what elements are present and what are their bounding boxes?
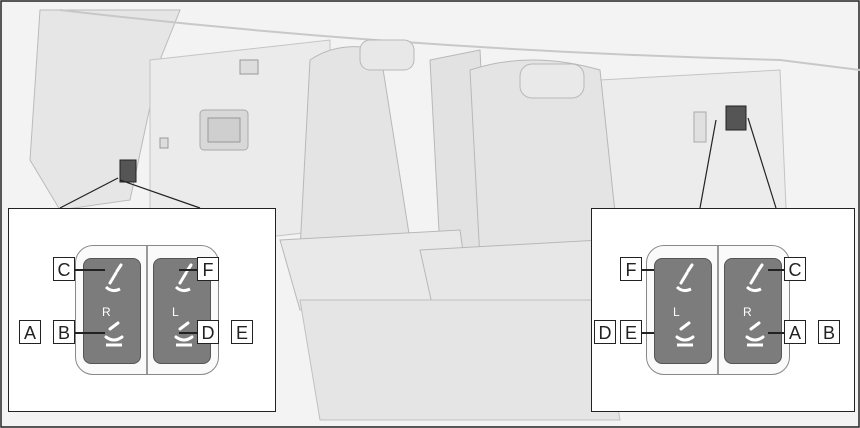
- seat-adjust-icon: R: [725, 259, 781, 363]
- left-switch-callout: R L C A B F D E: [8, 208, 276, 412]
- right-switch-callout: L R F D E C A B: [591, 208, 855, 412]
- seat-side-label: L: [172, 305, 179, 319]
- label-a: A: [19, 320, 41, 344]
- leader-line: [768, 332, 784, 334]
- leader-line: [179, 332, 197, 334]
- label-d: D: [594, 320, 616, 344]
- label-e: E: [620, 320, 642, 344]
- right-switch-panel: L R: [646, 245, 790, 375]
- leader-line: [75, 269, 105, 271]
- label-c: C: [53, 257, 75, 281]
- label-c: C: [784, 257, 806, 281]
- leader-line: [768, 269, 784, 271]
- label-f: F: [197, 257, 219, 281]
- left-seat-switch[interactable]: L: [654, 258, 712, 364]
- leader-line: [75, 332, 105, 334]
- leader-line: [642, 269, 654, 271]
- label-d: D: [197, 320, 219, 344]
- right-seat-switch[interactable]: R: [83, 258, 141, 364]
- switch-divider: [146, 246, 148, 374]
- seat-adjust-icon: R: [84, 259, 140, 363]
- leader-line: [642, 332, 654, 334]
- label-b: B: [818, 320, 840, 344]
- switch-divider: [717, 246, 719, 374]
- seat-side-label: L: [673, 305, 680, 319]
- seat-side-label: R: [743, 305, 752, 319]
- seat-adjust-icon: L: [655, 259, 711, 363]
- label-f: F: [620, 257, 642, 281]
- label-e: E: [231, 320, 253, 344]
- label-b: B: [53, 320, 75, 344]
- seat-side-label: R: [102, 305, 111, 319]
- label-a: A: [784, 320, 806, 344]
- leader-line: [179, 269, 197, 271]
- right-seat-switch[interactable]: R: [724, 258, 782, 364]
